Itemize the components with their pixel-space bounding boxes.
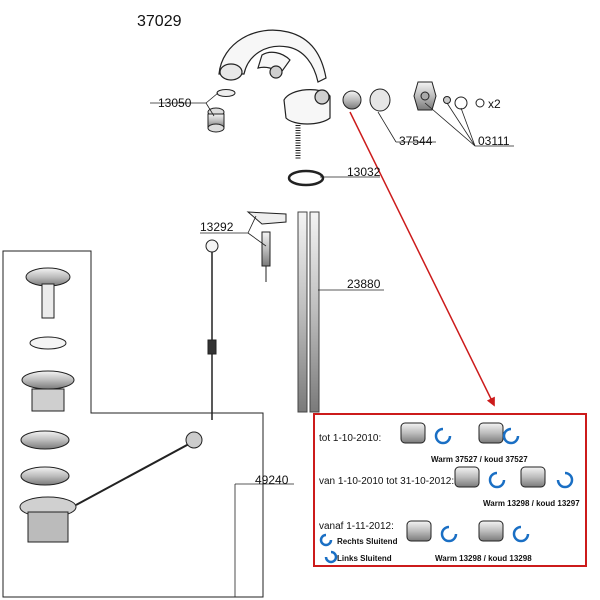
cartridge-icon [454,466,480,488]
cartridge-info-box: tot 1-10-2010: Warm 37527 / koud 37527 v… [313,413,587,567]
part-label-13050: 13050 [158,96,192,110]
clockwise-arrow-icon [502,427,520,445]
row2-caption: Warm 13298 / koud 13297 [483,499,580,508]
leader-lines [150,92,514,597]
legend-right-label: Rechts Sluitend [337,537,398,546]
spout-body [218,29,331,125]
part-label-49240: 49240 [255,473,289,487]
drain-parts [19,267,203,543]
aerator-part [207,89,236,133]
clockwise-arrow-icon [434,427,452,445]
counterclockwise-legend-icon [324,550,338,564]
legend-left-label: Links Sluitend [337,554,392,563]
flexible-hoses [297,211,320,413]
quantity-label: x2 [488,97,501,111]
cartridge-icon [400,422,426,444]
part-label-13292: 13292 [200,220,234,234]
row3-caption: Warm 13298 / koud 13298 [435,554,532,563]
part-label-13032: 13032 [347,165,381,179]
product-number: 37029 [137,13,182,30]
clockwise-arrow-icon [488,471,506,489]
pull-rod [205,239,219,420]
row3-date: vanaf 1-11-2012: [319,521,394,532]
cartridge-icon [478,422,504,444]
clockwise-arrow-icon [440,525,458,543]
popup-lever [246,211,287,282]
cartridge-icon [406,520,432,542]
handle-parts [342,81,485,112]
row1-date: tot 1-10-2010: [319,433,382,444]
part-label-37544: 37544 [399,134,433,148]
part-label-23880: 23880 [347,277,381,291]
drain-frame [2,250,264,598]
counterclockwise-arrow-icon [556,471,574,489]
red-indicator-arrow [349,111,495,407]
row1-caption: Warm 37527 / koud 37527 [431,455,528,464]
clockwise-legend-icon [319,533,333,547]
cartridge-icons [319,422,574,564]
part-label-03111: 03111 [478,134,510,148]
washer-13032 [287,169,325,187]
clockwise-arrow-icon [512,525,530,543]
cartridge-icon [520,466,546,488]
cartridge-icon [478,520,504,542]
row2-date: van 1-10-2010 tot 31-10-2012: [319,476,455,487]
